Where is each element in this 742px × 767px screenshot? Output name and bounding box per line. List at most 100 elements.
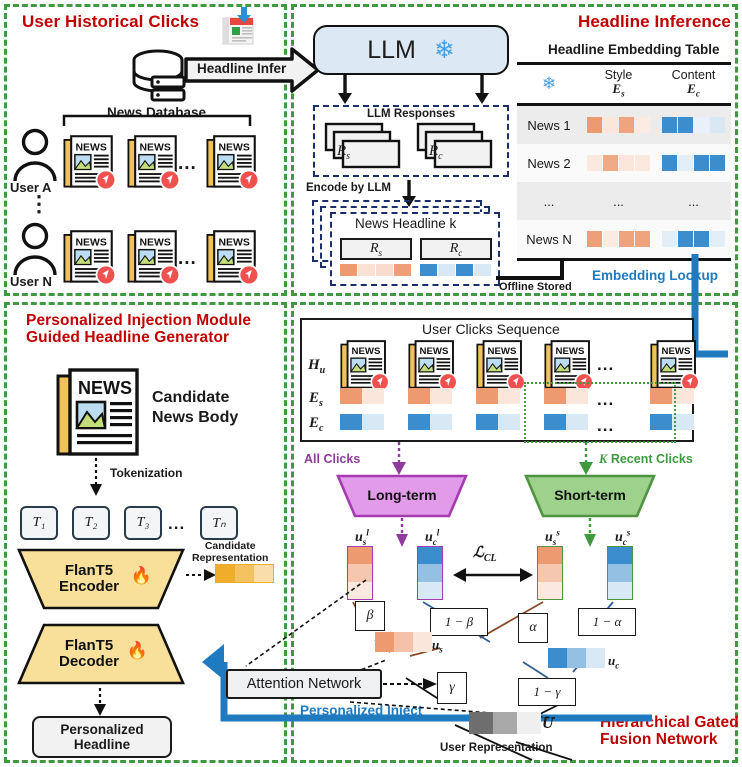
vector-cell [548,648,567,668]
token-box-3: T₃ [124,506,162,540]
llm-label: LLM [367,35,416,64]
table-cell-content [656,231,731,247]
news-row-ellipsis: ... [178,248,197,269]
row-label-hu: Hu [308,357,326,376]
response-content-symbol: Rc [429,143,443,162]
llm-to-responses-arrows [330,75,510,105]
svg-text:NEWS: NEWS [218,142,249,153]
vector-cell [672,414,694,430]
llm-box[interactable]: LLM ❄ [313,25,509,75]
sequence-news-item: NEWS [408,340,458,392]
table-cell-name: News 2 [527,155,571,171]
token-box-1: T₁ [20,506,58,540]
all-clicks-label: All Clicks [304,452,361,466]
vector-cell [493,712,517,734]
table-cell-name: News N [526,231,572,247]
vector-cell [586,231,602,247]
vector-cell [618,231,634,247]
news-click-item: NEWS [206,135,260,191]
contrastive-loss-arrow [452,566,534,584]
news-click-item: NEWS [63,230,117,286]
u-c-vector-label: uc [608,653,620,671]
click-badge-icon [238,169,260,191]
response-style-symbol: Rs [337,143,351,162]
headline-infer-arrow [184,47,320,93]
vector-cell [340,388,362,404]
long-term-module[interactable]: Long-term [336,474,468,518]
row-label-ec: Ec [309,415,324,434]
vector-cell [693,155,709,171]
sequence-style-embedding [650,388,694,404]
svg-text:NEWS: NEWS [556,346,585,357]
fusion-title-line2: Fusion Network [600,731,718,749]
short-term-label: Short-term [554,487,626,504]
sequence-news-item: NEWS [544,340,594,392]
svg-text:NEWS: NEWS [139,237,170,248]
sequence-style-embedding [544,388,588,404]
table-row: News 1 [517,106,731,144]
headline-download-icon [215,6,261,48]
token-box-4: Tₙ [200,506,238,540]
table-cell-content [656,117,731,133]
vector-cell [709,231,725,247]
u-cl-label: ucl [425,527,440,547]
click-badge-icon [159,264,181,286]
vector-cell [677,155,693,171]
vector-cell [438,264,455,276]
svg-text:NEWS: NEWS [352,346,381,357]
panel-title-user-historical-clicks: User Historical Clicks [22,12,200,31]
vector-cell [408,414,430,430]
table-cell-content [656,155,731,171]
headline-rc-symbol: Rc [449,240,463,258]
news-headline-title: News Headline k [355,216,457,231]
vector-cell [661,155,677,171]
vector-cell [476,388,498,404]
short-term-module[interactable]: Short-term [524,474,656,518]
vector-cell [358,264,375,276]
vector-cell [375,632,394,652]
vector-cell [254,565,273,582]
all-clicks-arrow [391,442,407,476]
vector-cell [672,388,694,404]
panel-personalized-injection [4,302,287,763]
vector-cell [586,648,605,668]
llm-responses-title: LLM Responses [367,108,456,120]
u-ss-label: uss [545,527,560,547]
table-header-style: Style Es [604,67,633,99]
vector-cell [340,264,357,276]
vector-cell [608,547,632,565]
attention-network-box[interactable]: Attention Network [226,669,382,699]
click-badge-icon [95,264,117,286]
u-cs-vector [607,546,633,600]
news-click-item: NEWS [206,230,260,286]
sequence-style-embedding [340,388,384,404]
u-cs-label: ucs [615,527,631,547]
headline-rc-box: Rc [420,238,492,260]
short-term-out-arrow [583,518,597,548]
sequence-content-embedding [476,414,520,430]
vector-cell [408,388,430,404]
u-c-vector [548,648,605,668]
svg-text:NEWS: NEWS [218,237,249,248]
vector-cell [498,414,520,430]
vector-cell [544,388,566,404]
vector-cell [677,117,693,133]
vector-cell [586,117,602,133]
panel-title-headline-inference: Headline Inference [578,12,731,31]
panel-headline-inference [291,4,738,296]
vector-cell [538,564,562,582]
sequence-news-item: NEWS [476,340,526,392]
sequence-style-embedding [408,388,452,404]
vector-cell [456,264,473,276]
long-term-label: Long-term [367,487,437,504]
row-label-es: Es [309,390,323,409]
gate-one-minus-gamma: 1 − γ [518,678,576,706]
encode-by-llm-label: Encode by LLM [306,182,391,194]
injection-title-line2: Guided Headline Generator [26,329,230,347]
